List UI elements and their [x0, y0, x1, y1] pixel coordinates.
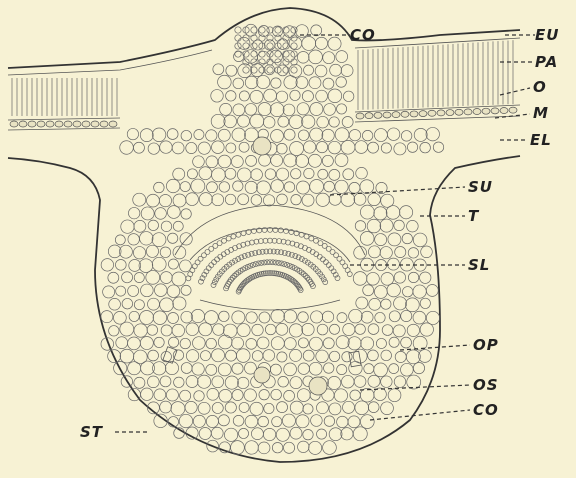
- label-leaders: [115, 35, 535, 432]
- label-o: O: [533, 78, 547, 96]
- label-co-bottom: CO: [473, 401, 499, 419]
- label-t: T: [468, 207, 480, 225]
- label-st: ST: [80, 423, 104, 441]
- label-pa: PA: [535, 53, 558, 71]
- label-co-top: CO: [350, 26, 376, 44]
- label-op: OP: [473, 336, 499, 354]
- palisade-layer-right: [356, 40, 517, 119]
- label-su: SU: [468, 178, 493, 196]
- vascular-bundle: [175, 205, 365, 310]
- label-os: OS: [473, 376, 499, 394]
- label-sl: SL: [468, 256, 490, 274]
- label-m: M: [533, 104, 549, 122]
- label-el: EL: [530, 131, 552, 149]
- label-eu: EU: [535, 26, 559, 44]
